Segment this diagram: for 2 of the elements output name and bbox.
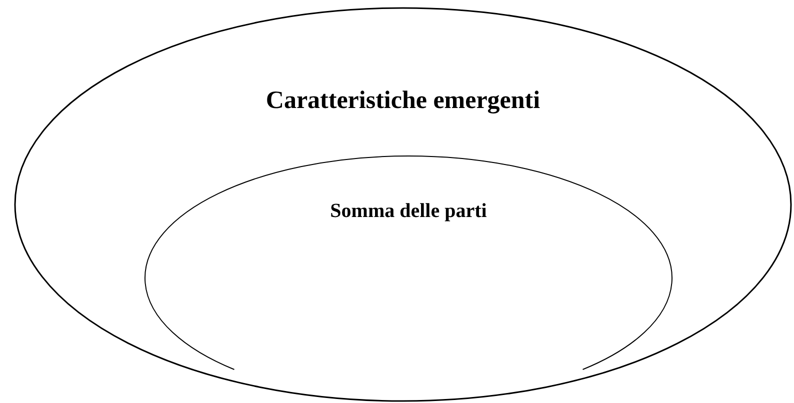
set-label: Caratteristiche emergenti bbox=[266, 87, 540, 115]
set-label: Somma delle parti bbox=[330, 200, 487, 223]
